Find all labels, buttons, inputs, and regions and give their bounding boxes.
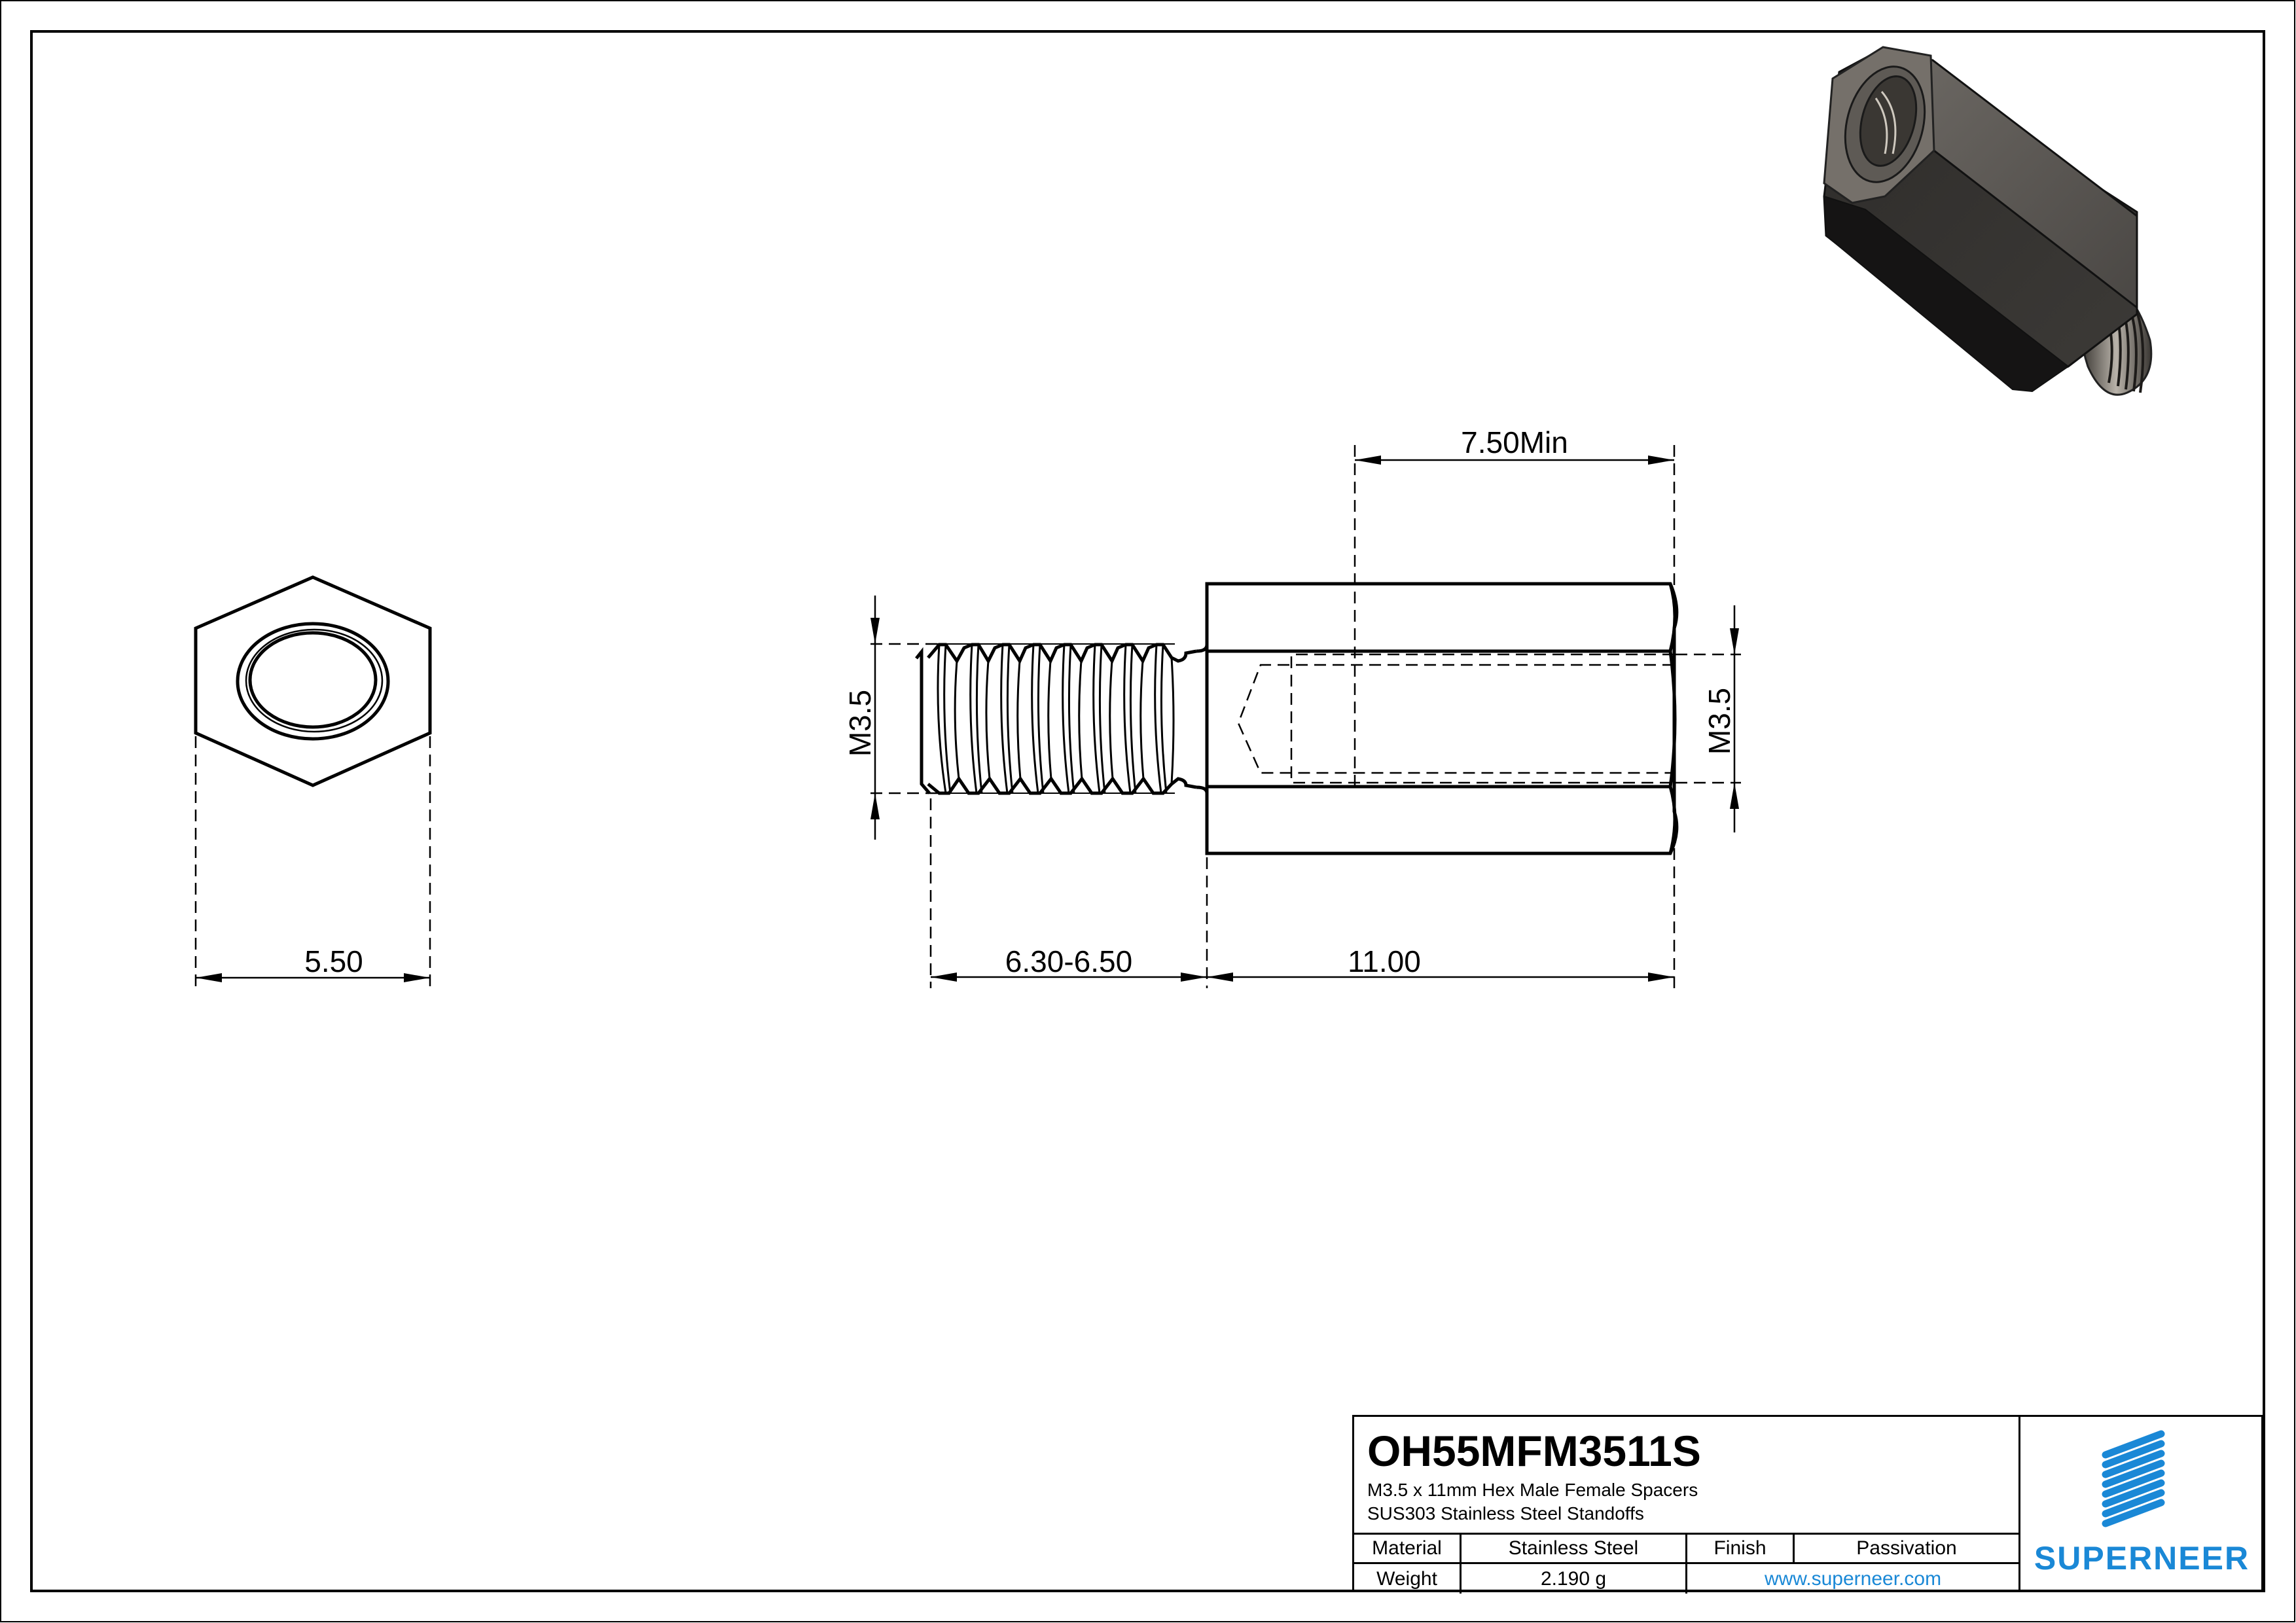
inner-frame <box>30 30 2265 1592</box>
description-line-2: SUS303 Stainless Steel Standoffs <box>1367 1503 1644 1524</box>
hex-body <box>1196 582 1679 855</box>
dim-male-length: 6.30-6.50 <box>1005 944 1132 978</box>
finish-value: Passivation <box>1856 1537 1957 1559</box>
weight-value: 2.190 g <box>1462 1564 1687 1594</box>
material-row: Material Stainless Steel Finish Passivat… <box>1354 1535 2018 1564</box>
brand-wordmark: SUPERNEER <box>2034 1540 2250 1577</box>
title-block: OH55MFM3511S M3.5 x 11mm Hex Male Female… <box>1352 1415 2263 1594</box>
weight-row: Weight 2.190 g www.superneer.com <box>1354 1564 2018 1594</box>
material-value: Stainless Steel <box>1462 1535 1687 1562</box>
hex-end-view <box>194 575 432 988</box>
male-thread <box>927 643 1197 795</box>
title-block-header: OH55MFM3511S M3.5 x 11mm Hex Male Female… <box>1354 1417 2018 1535</box>
side-elevation <box>870 445 1741 988</box>
dim-female-thread-size: M3.5 <box>1702 688 1736 755</box>
website-link[interactable]: www.superneer.com <box>1764 1567 1942 1590</box>
dim-hex-width: 5.50 <box>304 944 363 978</box>
dim-male-thread-size: M3.5 <box>843 690 877 757</box>
dim-body-length: 11.00 <box>1348 944 1421 978</box>
material-label: Material <box>1354 1535 1462 1562</box>
brand-logo: SUPERNEER <box>2018 1417 2263 1592</box>
isometric-render <box>1823 46 2153 396</box>
part-number: OH55MFM3511S <box>1367 1427 1701 1475</box>
description-line-1: M3.5 x 11mm Hex Male Female Spacers <box>1367 1480 1698 1500</box>
female-thread-hidden <box>1237 653 1674 784</box>
dim-female-depth: 7.50Min <box>1461 425 1568 459</box>
brand-stripes-icon <box>2102 1430 2165 1527</box>
weight-label: Weight <box>1354 1564 1462 1594</box>
finish-label: Finish <box>1687 1535 1795 1562</box>
